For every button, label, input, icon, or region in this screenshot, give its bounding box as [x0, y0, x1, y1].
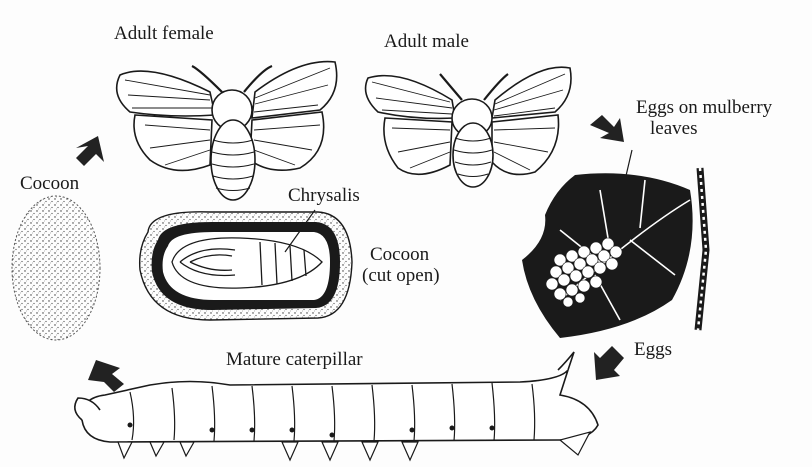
adult-male-moth	[366, 67, 571, 187]
label-mature-caterpillar: Mature caterpillar	[226, 350, 363, 371]
mulberry-leaf-with-eggs	[522, 150, 706, 338]
label-adult-male: Adult male	[384, 32, 469, 53]
adult-female-moth	[117, 62, 337, 200]
arrow-down-left-icon	[594, 346, 624, 380]
label-cocoon-cut-line1: Cocoon	[362, 245, 440, 266]
label-eggs-on-mulberry-leaves: Eggs on mulberry leaves	[636, 98, 812, 140]
label-adult-female: Adult female	[114, 24, 214, 45]
label-chrysalis: Chrysalis	[288, 186, 360, 207]
label-cocoon-cut-line2: (cut open)	[362, 266, 440, 287]
label-eggs-on-leaves-line2: leaves	[636, 119, 812, 140]
arrow-up-left-icon	[88, 360, 124, 392]
label-eggs: Eggs	[634, 340, 672, 361]
label-cocoon: Cocoon	[20, 174, 79, 195]
label-cocoon-cut-open: Cocoon (cut open)	[362, 245, 440, 287]
arrow-up-right-icon	[76, 136, 104, 166]
label-eggs-on-leaves-line1: Eggs on mulberry	[636, 98, 812, 119]
cocoon-cut-open	[140, 210, 352, 320]
cocoon-whole	[12, 196, 100, 340]
arrow-down-right-icon	[590, 115, 624, 142]
